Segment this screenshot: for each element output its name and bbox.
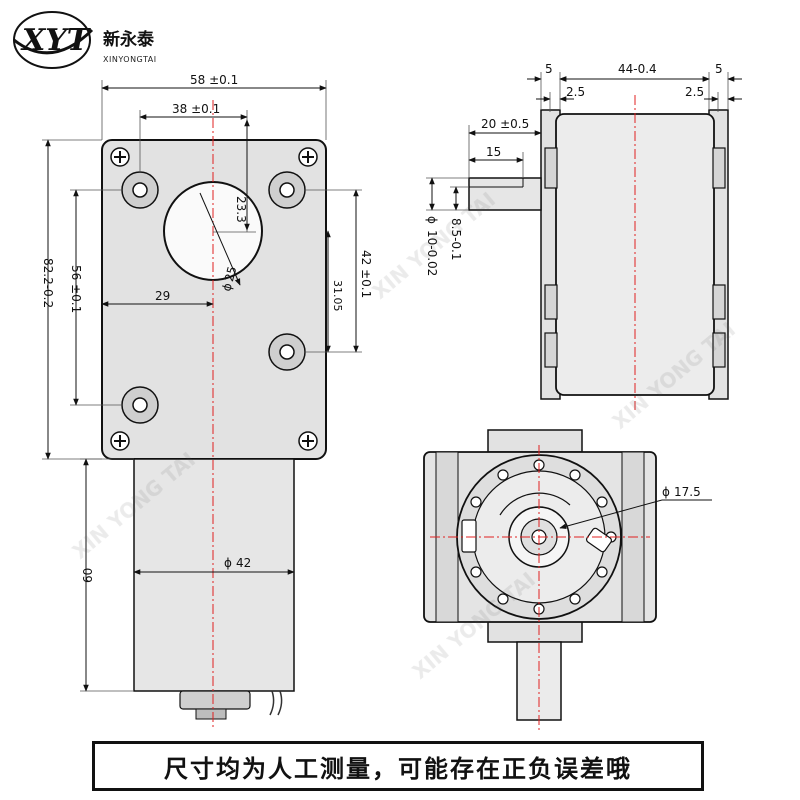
dim-flat-width-label: 8.5-0.1 [449,218,463,261]
dim-center-left-label: 29 [155,289,170,303]
dim-motor-length-label: 60 [81,568,95,583]
dim-flange-left-label: 5 [545,62,553,76]
output-shaft [468,177,542,211]
front-view: 58 ±0.1 38 ±0.1 23.3 29 ϕ 25 82.2-0.2 56… [41,73,373,730]
diameter-symbol: ϕ [662,485,670,499]
dim-offset-label: 23.3 [234,196,248,223]
mounting-hole [121,171,159,209]
dim-hole-spacing-top-label: 38 ±0.1 [172,102,220,116]
diameter-symbol: ϕ [224,556,232,570]
mounting-hole [268,333,306,371]
dim-height-label: 82.2-0.2 [41,258,55,308]
motor-body [133,458,295,692]
vent-hole [470,459,617,615]
dim-body-width-label: 44-0.4 [618,62,657,76]
brand-name-cn: 新永泰 [103,29,155,50]
screw-icon [298,431,318,451]
diameter-symbol: ϕ [219,281,235,292]
dim-right-offset-label: 31.05 [331,280,344,312]
terminal-tab [461,519,477,553]
dim-bore-diameter [199,192,241,286]
screw-icon [110,147,130,167]
screw-icon [110,431,130,451]
dim-shaft-diameter-label: 10-0.02 [425,230,439,276]
side-view: 5 44-0.4 5 2.5 2.5 20 ±0.5 15 8.5-0.1 ϕ … [425,62,742,410]
dim-flange-right-label: 5 [715,62,723,76]
svg-text:XIN YONG TAI: XIN YONG TAI [368,187,500,303]
dim-bore-diameter-label: 25 [222,265,239,283]
dim-inner-right-label: 2.5 [685,85,704,99]
dim-width-label: 58 ±0.1 [190,73,238,87]
brand-logo: XYT 新永泰 XINYONGTAI [13,11,157,69]
dim-shaft-length-label: 20 ±0.5 [481,117,529,131]
diameter-symbol: ϕ [425,216,439,224]
brand-name-en: XINYONGTAI [103,55,157,64]
mounting-hole [121,386,159,424]
mounting-hole [268,171,306,209]
end-view: ϕ 17.5 [423,429,712,730]
dim-flat-length-label: 15 [486,145,501,159]
measurement-notice: 尺寸均为人工测量，可能存在正负误差哦 [92,741,704,791]
svg-text:XYT: XYT [20,23,92,58]
dim-inner-left-label: 2.5 [566,85,585,99]
dim-hole-spacing-left-label: 56 ±0.1 [69,265,83,313]
xyt-logo-mark-icon: XYT [13,11,94,69]
dim-motor-diameter-label: 42 [236,556,251,570]
screw-icon [298,147,318,167]
terminal-tab [585,527,613,553]
dim-cap-diameter-label: 17.5 [674,485,701,499]
motor-end-cap [179,690,251,710]
dim-hole-spacing-right-label: 42 ±0.1 [359,250,373,298]
motor-wires [269,690,283,716]
